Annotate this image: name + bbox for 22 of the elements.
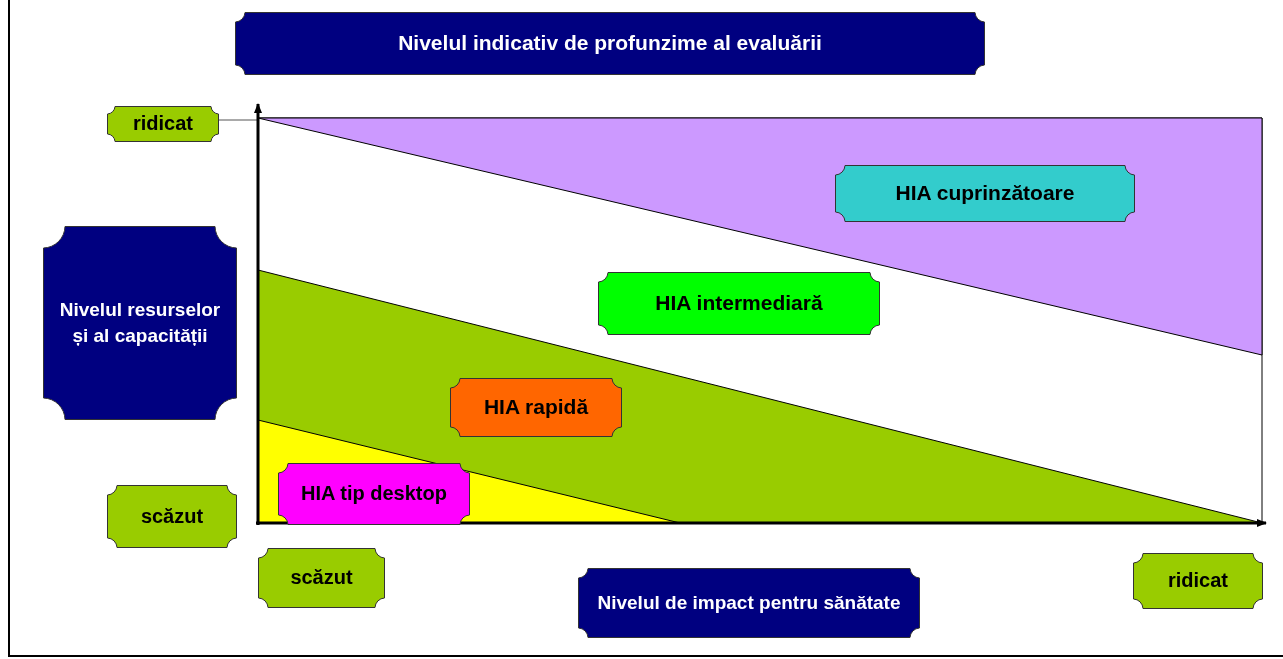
box-label: HIA intermediară xyxy=(655,290,823,317)
box-label: Nivelul de impact pentru sănătate xyxy=(597,590,901,615)
level-tag xyxy=(1133,553,1263,609)
box-label: HIA cuprinzătoare xyxy=(895,180,1075,207)
zone-label-box xyxy=(835,165,1135,222)
box-label: ridicat xyxy=(133,111,193,137)
zone-label-box xyxy=(598,272,880,335)
box-label: HIA tip desktop xyxy=(301,481,447,507)
box-label: scăzut xyxy=(140,503,204,529)
axis-title-box xyxy=(43,226,237,420)
level-tag xyxy=(107,106,219,142)
zone-label-box xyxy=(278,463,470,525)
box-label: HIA rapidă xyxy=(483,394,589,421)
level-tag xyxy=(258,548,385,608)
title-banner xyxy=(235,12,985,75)
axis-title-box xyxy=(578,568,920,638)
level-tag xyxy=(107,485,237,548)
zone-label-box xyxy=(450,378,622,437)
box-label: Nivelul resurselor și al capacității xyxy=(58,297,222,348)
box-label: ridicat xyxy=(1168,568,1228,594)
box-label: Nivelul indicativ de profunzime al evaluării xyxy=(398,30,822,57)
box-label: scăzut xyxy=(290,565,353,591)
